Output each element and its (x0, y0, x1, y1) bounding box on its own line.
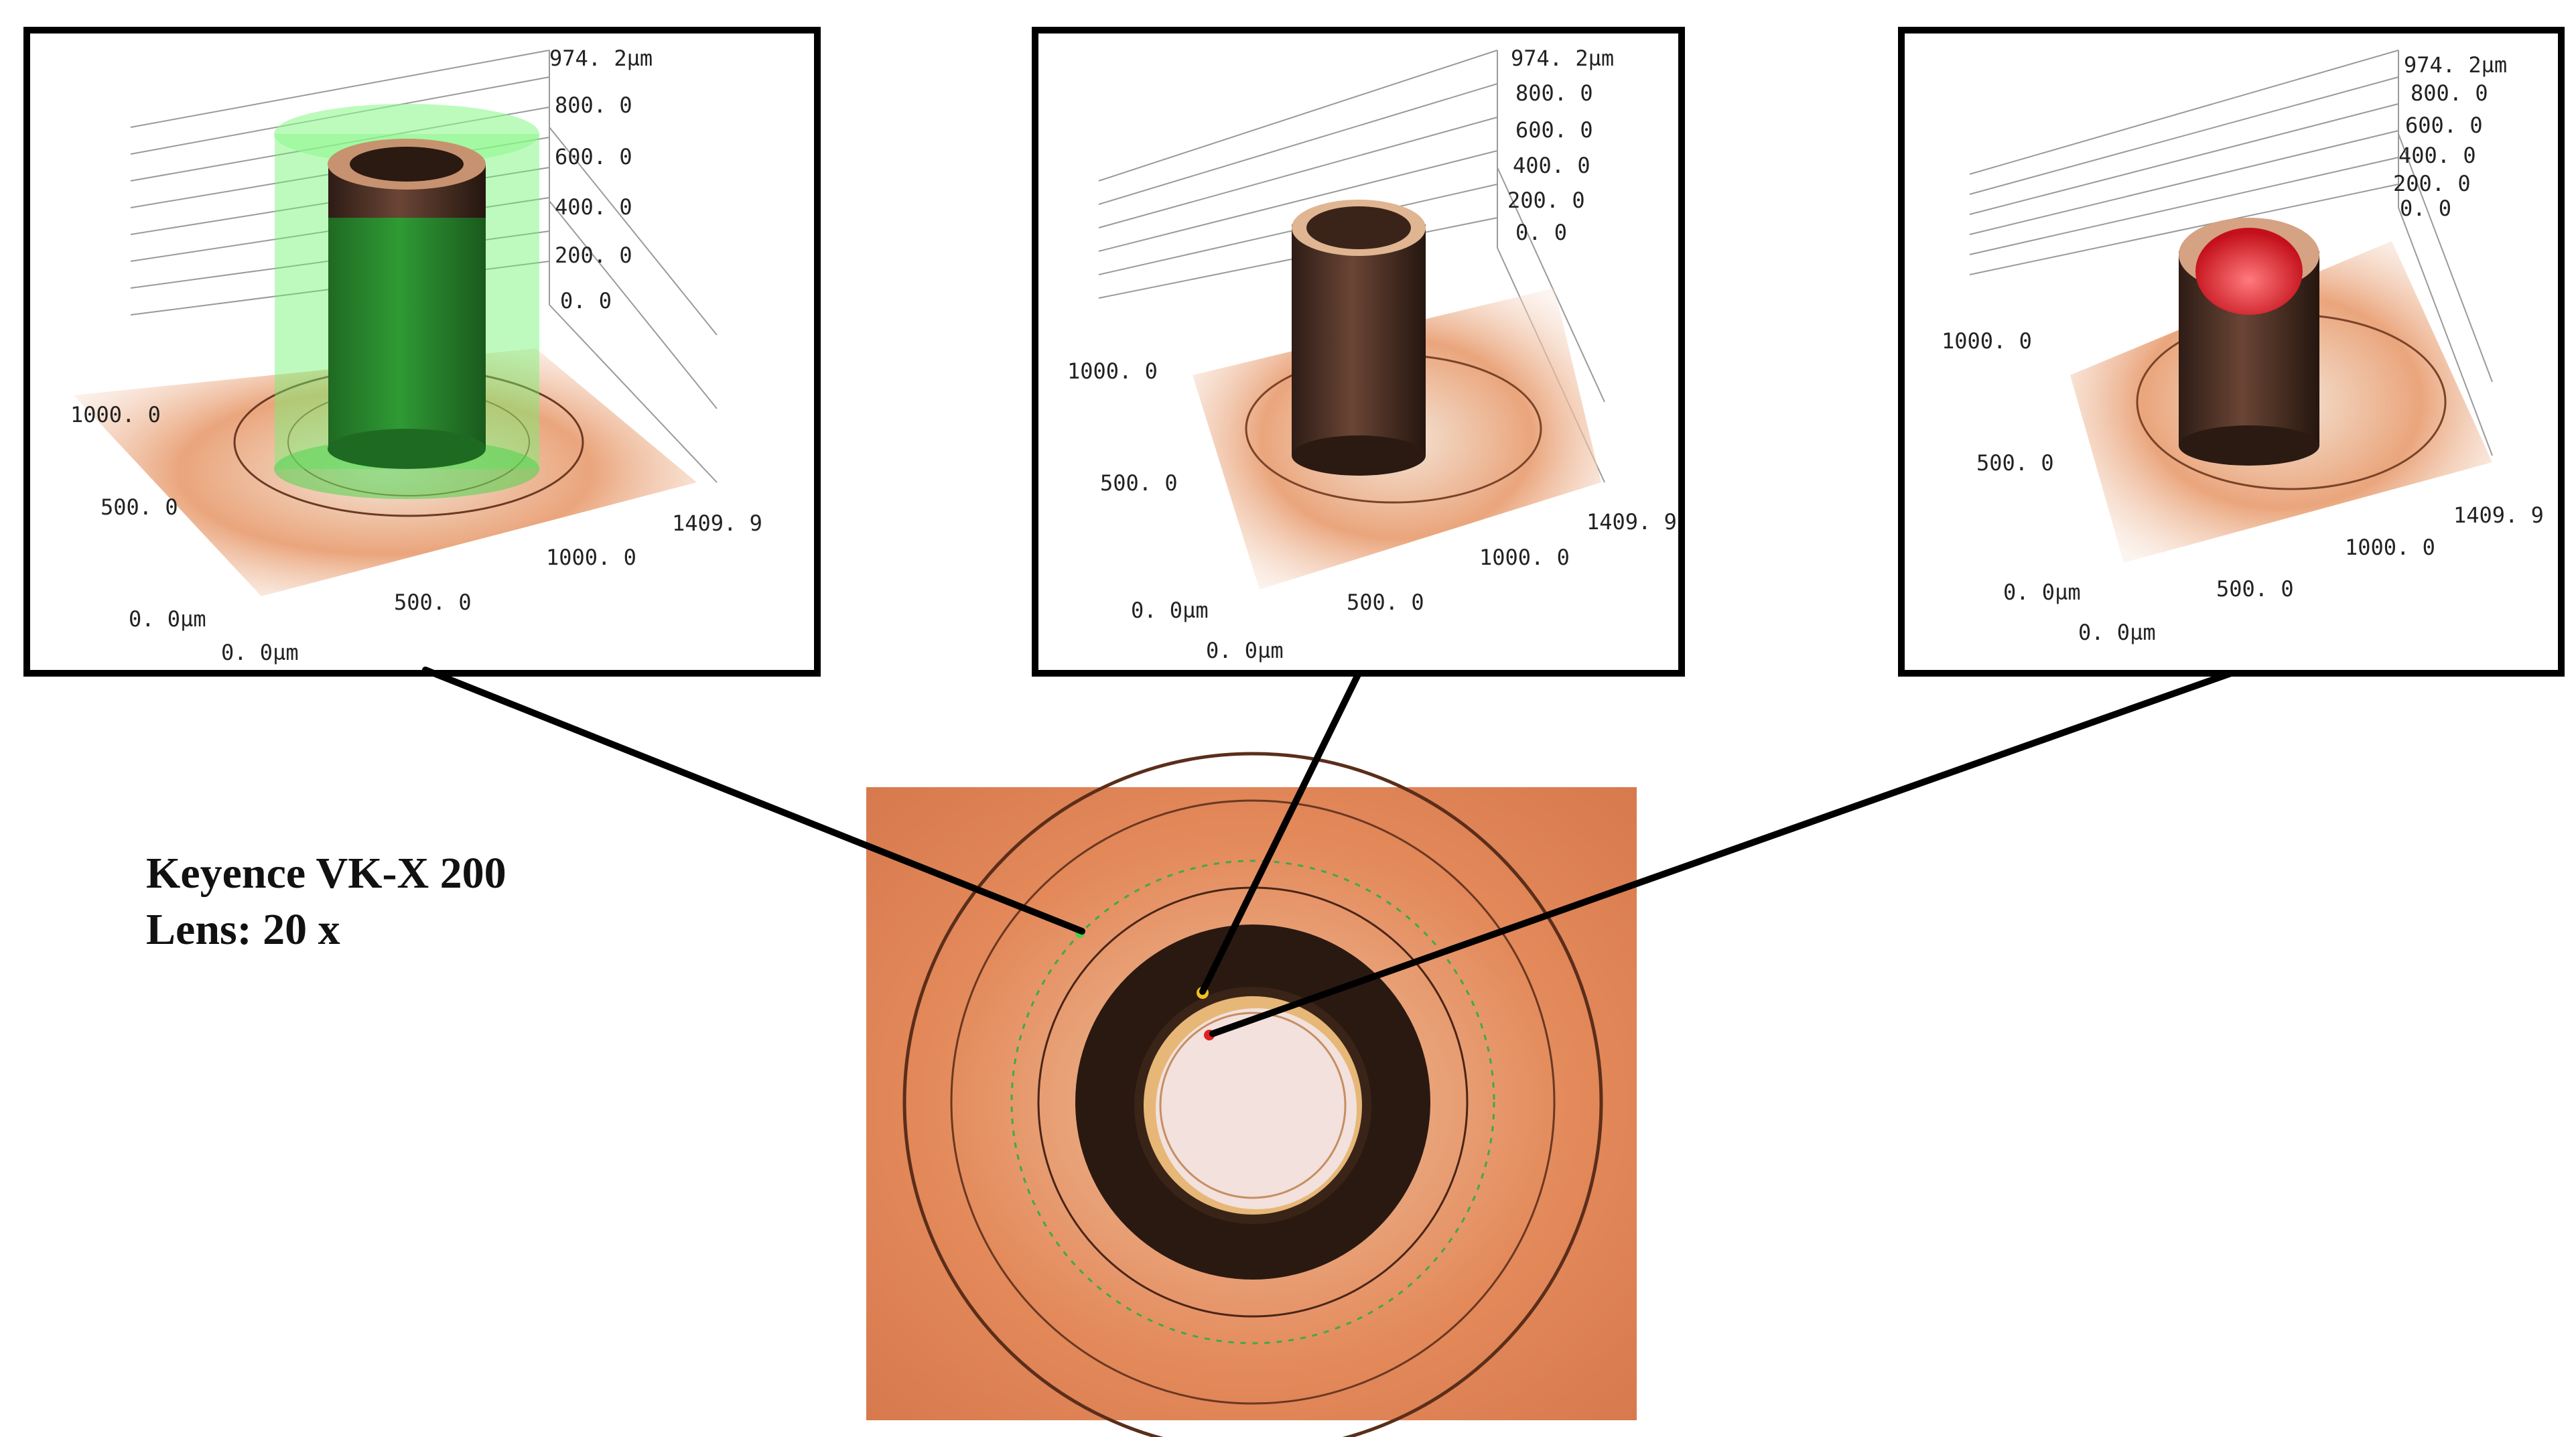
x-tick: 500. 0 (1347, 590, 1424, 615)
connector-middle (1199, 670, 1362, 995)
z-tick: 974. 2µm (2404, 52, 2507, 78)
y-tick: 1000. 0 (1942, 328, 2032, 354)
y-tick: 0. 0µm (1131, 598, 1209, 623)
panel-middle: 974. 2µm 800. 0 600. 0 400. 0 200. 0 0. … (1032, 27, 1685, 677)
microscope-image (866, 752, 1637, 1437)
x-tick: 1000. 0 (2345, 535, 2435, 560)
lens-label: Lens: 20 x (146, 905, 340, 954)
x-axis-ticks: 0. 0µm 500. 0 1000. 0 1409. 9 (1206, 509, 1677, 663)
x-tick: 500. 0 (2216, 576, 2294, 602)
z-tick: 974. 2µm (549, 46, 653, 71)
z-tick: 400. 0 (2398, 143, 2476, 168)
z-tick: 200. 0 (2393, 171, 2471, 196)
panel-right: 974. 2µm 800. 0 600. 0 400. 0 200. 0 0. … (1898, 27, 2565, 677)
z-tick: 600. 0 (1515, 117, 1593, 143)
z-tick: 800. 0 (555, 92, 632, 118)
y-tick: 500. 0 (100, 494, 178, 520)
y-axis-ticks: 1000. 0 500. 0 0. 0µm (1067, 358, 1209, 623)
connector-left (422, 667, 1085, 935)
red-highlight-core (2195, 228, 2303, 315)
z-tick: 200. 0 (1507, 188, 1585, 213)
x-tick: 1409. 9 (2453, 502, 2544, 528)
connector-right (1209, 670, 2234, 1037)
grid-lines (1969, 50, 2493, 456)
pillar-3d (328, 139, 486, 469)
z-tick: 600. 0 (2405, 113, 2483, 138)
z-axis-ticks: 974. 2µm 800. 0 600. 0 400. 0 200. 0 0. … (549, 46, 653, 314)
y-axis-ticks: 1000. 0 500. 0 0. 0µm (70, 402, 206, 632)
x-tick: 0. 0µm (1206, 638, 1284, 663)
x-tick: 0. 0µm (221, 640, 299, 665)
x-tick: 1000. 0 (546, 545, 636, 570)
z-tick: 800. 0 (1515, 80, 1593, 106)
x-axis-ticks: 0. 0µm 500. 0 1000. 0 1409. 9 (2078, 502, 2544, 645)
y-tick: 1000. 0 (1067, 358, 1158, 384)
y-tick: 0. 0µm (129, 606, 206, 632)
z-tick: 0. 0 (1515, 220, 1567, 245)
z-axis-ticks: 974. 2µm 800. 0 600. 0 400. 0 200. 0 0. … (2393, 52, 2507, 221)
z-axis-ticks: 974. 2µm 800. 0 600. 0 400. 0 200. 0 0. … (1507, 46, 1614, 245)
x-tick: 500. 0 (394, 590, 472, 615)
instrument-name: Keyence VK-X 200 (146, 849, 506, 898)
pillar-top-face (1156, 1008, 1357, 1209)
x-tick: 1409. 9 (1586, 509, 1677, 535)
y-axis-ticks: 1000. 0 500. 0 0. 0µm (1942, 328, 2081, 605)
z-tick: 974. 2µm (1511, 46, 1614, 71)
x-tick: 0. 0µm (2078, 620, 2156, 645)
y-tick: 0. 0µm (2003, 579, 2081, 605)
z-tick: 400. 0 (555, 194, 632, 220)
instrument-caption: Keyence VK-X 200 Lens: 20 x (146, 845, 506, 958)
z-tick: 0. 0 (560, 288, 612, 314)
x-tick: 1000. 0 (1479, 545, 1570, 570)
pillar-3d (2179, 218, 2319, 466)
z-tick: 600. 0 (555, 144, 632, 169)
z-tick: 200. 0 (555, 243, 632, 268)
y-tick: 1000. 0 (70, 402, 161, 427)
z-tick: 800. 0 (2411, 80, 2488, 106)
x-axis-ticks: 0. 0µm 500. 0 1000. 0 1409. 9 (221, 510, 762, 665)
panel-left: 974. 2µm 800. 0 600. 0 400. 0 200. 0 0. … (23, 27, 821, 677)
z-tick: 400. 0 (1513, 153, 1590, 178)
z-tick: 0. 0 (2400, 196, 2451, 221)
pillar-3d (1292, 200, 1426, 476)
y-tick: 500. 0 (1100, 470, 1178, 496)
y-tick: 500. 0 (1976, 450, 2054, 476)
x-tick: 1409. 9 (672, 510, 762, 536)
